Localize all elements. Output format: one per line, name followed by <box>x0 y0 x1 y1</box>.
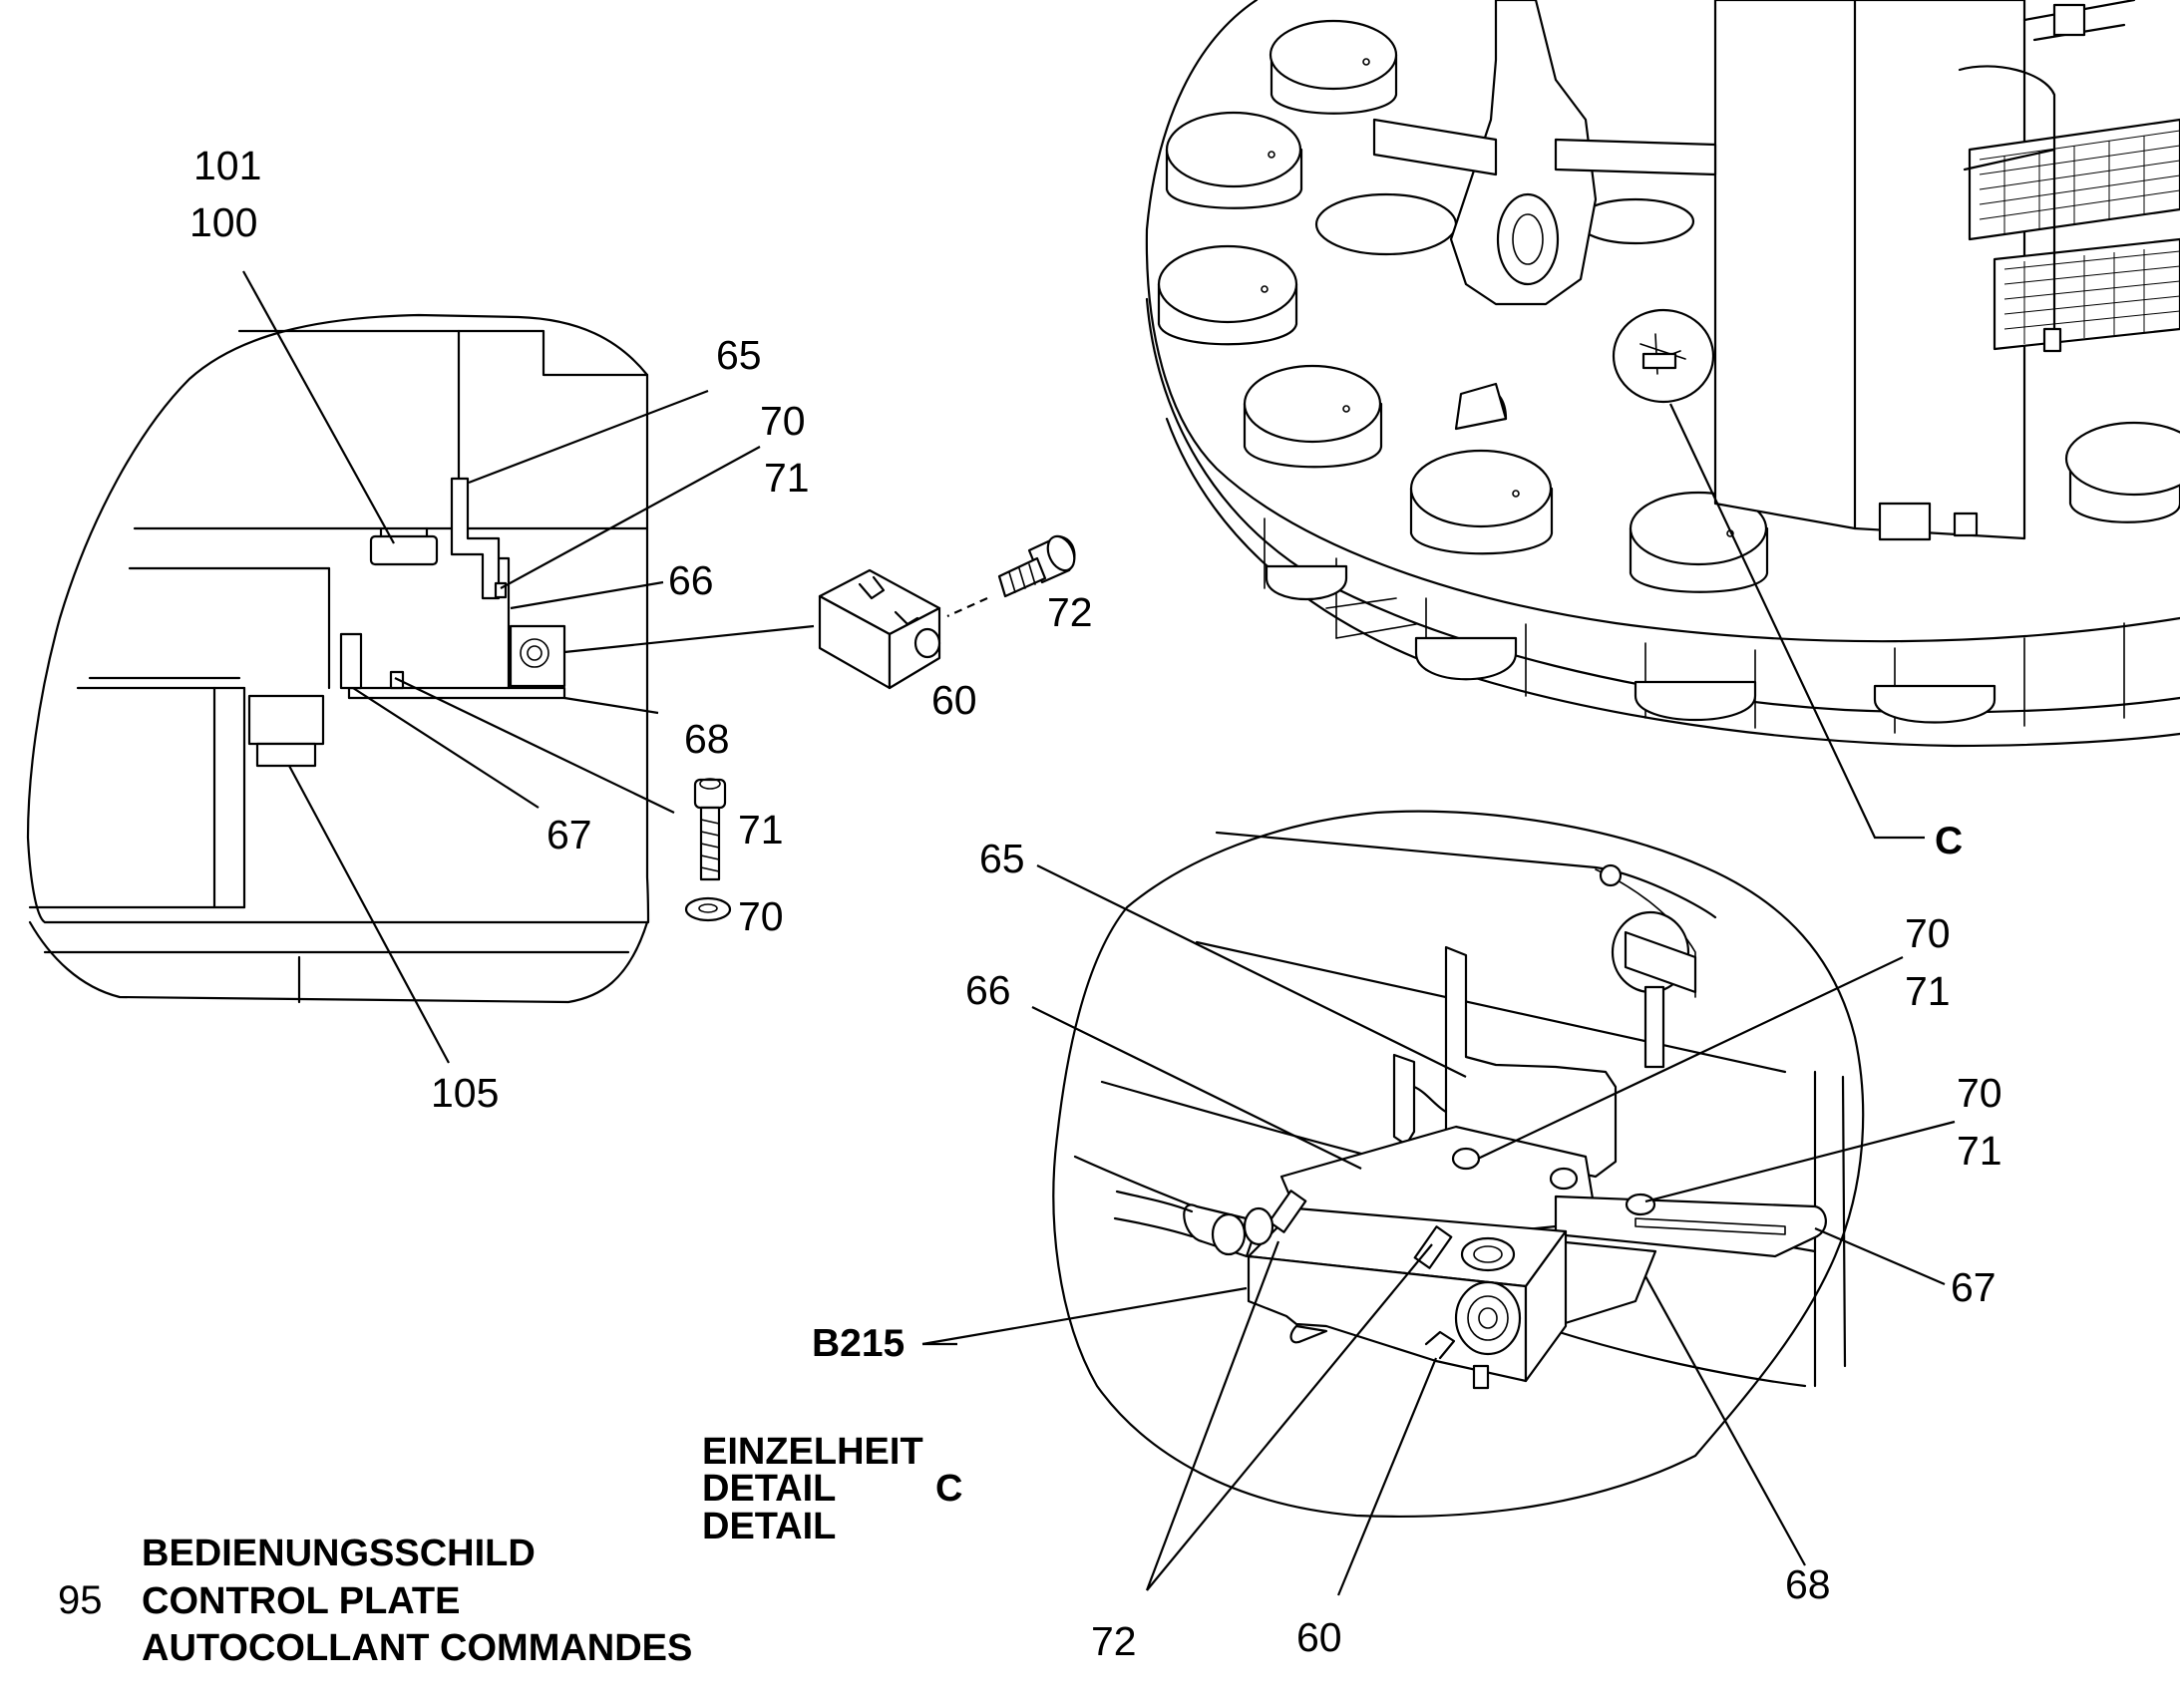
detail-title-marker: C <box>935 1468 962 1510</box>
overview-machine: C <box>1145 0 2180 862</box>
detail-b215-connector <box>1113 1190 1274 1258</box>
callout-65: 65 <box>716 332 762 378</box>
part-60-mounted <box>509 624 566 688</box>
puck <box>1409 449 1554 555</box>
detail-callout-72: 72 <box>1091 1618 1137 1664</box>
detail-c-view <box>1052 810 1865 1518</box>
callout-detail-c: C <box>1935 820 1963 862</box>
column-body <box>1713 0 2026 540</box>
detail-callout-b215: B215 <box>812 1322 905 1365</box>
detail-callout-71a: 71 <box>1905 968 1951 1014</box>
part-68-plate <box>347 686 566 700</box>
puck <box>1269 19 1398 115</box>
access-platform <box>1958 0 2180 353</box>
legend-item-number: 95 <box>58 1578 103 1622</box>
lift-arm <box>1449 0 1598 306</box>
callout-71: 71 <box>764 455 810 501</box>
puck <box>1157 244 1298 346</box>
base-disc <box>1145 0 2180 643</box>
detail-leaders <box>921 864 1956 1596</box>
detail-part-67 <box>1554 1195 1827 1258</box>
detail-c-circle <box>1612 308 1715 404</box>
part-101-nut <box>369 534 439 566</box>
detail-callout-71b: 71 <box>1957 1128 2002 1174</box>
callout-105: 105 <box>431 1070 499 1116</box>
top-left-outline <box>26 313 650 924</box>
puck <box>1629 491 1769 593</box>
callout-66: 66 <box>668 557 714 603</box>
detail-part-60-switch <box>1247 1190 1568 1390</box>
puck <box>2064 421 2180 523</box>
detail-title: EINZELHEIT DETAIL DETAIL C <box>702 1431 962 1547</box>
callout-71-screw: 71 <box>738 807 784 853</box>
callout-68: 68 <box>684 716 730 762</box>
callout-70-washer: 70 <box>738 893 784 939</box>
callout-72: 72 <box>1047 589 1093 635</box>
detail-callout-70a: 70 <box>1905 910 1951 956</box>
detail-callout-66: 66 <box>965 967 1011 1013</box>
top-left-exploded-view <box>26 313 1076 1004</box>
part-66-plate <box>497 556 511 690</box>
puck <box>1243 364 1383 469</box>
callout-67: 67 <box>546 812 592 857</box>
detail-title-line2: DETAIL <box>702 1468 836 1510</box>
detail-title-line3: DETAIL <box>702 1506 836 1547</box>
detail-callout-60: 60 <box>1296 1614 1342 1660</box>
detail-callout-68: 68 <box>1785 1561 1831 1607</box>
legend-line3: AUTOCOLLANT COMMANDES <box>142 1627 692 1669</box>
part-70-washer <box>684 896 732 922</box>
legend: 95 BEDIENUNGSSCHILD CONTROL PLATE AUTOCO… <box>58 1533 692 1669</box>
detail-outline <box>1052 810 1865 1518</box>
legend-line2: CONTROL PLATE <box>142 1580 460 1622</box>
detail-callout-70b: 70 <box>1957 1070 2002 1116</box>
part-105-body <box>247 694 325 746</box>
part-72-bolt <box>946 534 1076 618</box>
puck <box>1165 111 1303 209</box>
callout-100: 100 <box>189 199 257 245</box>
top-plate <box>237 329 649 377</box>
part-60-switch <box>818 568 941 690</box>
callout-101: 101 <box>193 143 261 188</box>
detail-callouts: 65 66 70 71 70 71 67 B215 68 72 60 <box>812 836 2002 1664</box>
legend-line1: BEDIENUNGSSCHILD <box>142 1533 536 1574</box>
top-left-leaders <box>242 270 815 1064</box>
detail-callout-65: 65 <box>979 836 1025 881</box>
part-65-bracket <box>450 477 501 600</box>
callout-60: 60 <box>931 677 977 723</box>
detail-title-line1: EINZELHEIT <box>702 1431 923 1473</box>
detail-callout-67: 67 <box>1951 1264 1997 1310</box>
part-71-screw <box>693 778 727 881</box>
detail-part-68 <box>1554 1239 1657 1328</box>
callout-70: 70 <box>760 398 806 444</box>
top-left-callouts: 101 100 65 70 71 66 72 60 68 67 71 70 10… <box>189 143 1093 1116</box>
